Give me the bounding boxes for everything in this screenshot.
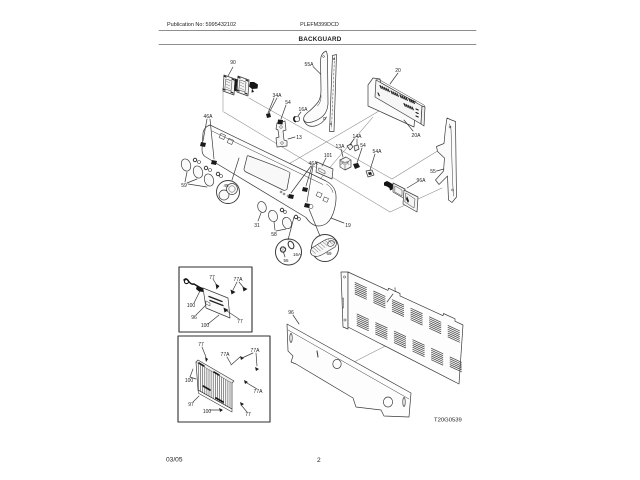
svg-text:77A: 77A bbox=[221, 352, 231, 358]
svg-text:97: 97 bbox=[188, 402, 194, 408]
svg-text:77A: 77A bbox=[234, 277, 244, 283]
svg-text:31: 31 bbox=[254, 223, 260, 229]
svg-text:55: 55 bbox=[283, 258, 289, 263]
svg-text:46A: 46A bbox=[204, 114, 214, 120]
svg-text:16A: 16A bbox=[299, 107, 309, 113]
svg-text:PLEFM399DCD: PLEFM399DCD bbox=[300, 22, 339, 28]
svg-text:54: 54 bbox=[285, 100, 291, 106]
svg-text:13: 13 bbox=[296, 135, 302, 141]
svg-text:1: 1 bbox=[394, 288, 397, 294]
svg-text:96A: 96A bbox=[417, 178, 427, 184]
svg-text:45: 45 bbox=[223, 183, 229, 188]
svg-text:55A: 55A bbox=[305, 62, 315, 68]
svg-text:2: 2 bbox=[317, 457, 321, 464]
svg-text:03/05: 03/05 bbox=[166, 457, 183, 464]
svg-text:100: 100 bbox=[185, 378, 194, 384]
svg-text:14A: 14A bbox=[353, 134, 363, 140]
svg-text:96: 96 bbox=[191, 315, 197, 321]
svg-text:77: 77 bbox=[245, 412, 251, 418]
svg-text:100: 100 bbox=[201, 323, 210, 329]
svg-text:59: 59 bbox=[181, 183, 187, 189]
svg-text:77A: 77A bbox=[254, 389, 264, 395]
svg-text:77A: 77A bbox=[251, 348, 261, 354]
svg-text:90: 90 bbox=[230, 60, 236, 66]
svg-text:58: 58 bbox=[271, 232, 277, 238]
svg-text:46A: 46A bbox=[309, 161, 319, 167]
svg-text:34A: 34A bbox=[273, 93, 283, 99]
svg-text:Publication No: 5995432102: Publication No: 5995432102 bbox=[167, 22, 236, 28]
svg-text:77: 77 bbox=[237, 319, 243, 325]
svg-text:54: 54 bbox=[360, 143, 366, 149]
svg-text:20: 20 bbox=[395, 68, 401, 74]
svg-text:101: 101 bbox=[324, 153, 333, 159]
svg-text:100: 100 bbox=[187, 303, 196, 309]
svg-text:19: 19 bbox=[345, 223, 351, 229]
svg-text:55: 55 bbox=[430, 169, 436, 175]
svg-text:T20G0539: T20G0539 bbox=[434, 418, 462, 424]
svg-text:54A: 54A bbox=[373, 149, 383, 155]
svg-text:69: 69 bbox=[326, 251, 332, 256]
svg-text:16A: 16A bbox=[293, 252, 301, 257]
svg-text:77: 77 bbox=[209, 275, 215, 281]
svg-text:BACKGUARD: BACKGUARD bbox=[298, 36, 341, 43]
svg-text:20A: 20A bbox=[412, 133, 422, 139]
svg-text:77: 77 bbox=[198, 342, 204, 348]
svg-text:100: 100 bbox=[203, 409, 212, 415]
svg-text:96: 96 bbox=[288, 310, 294, 316]
svg-text:13A: 13A bbox=[336, 144, 346, 150]
